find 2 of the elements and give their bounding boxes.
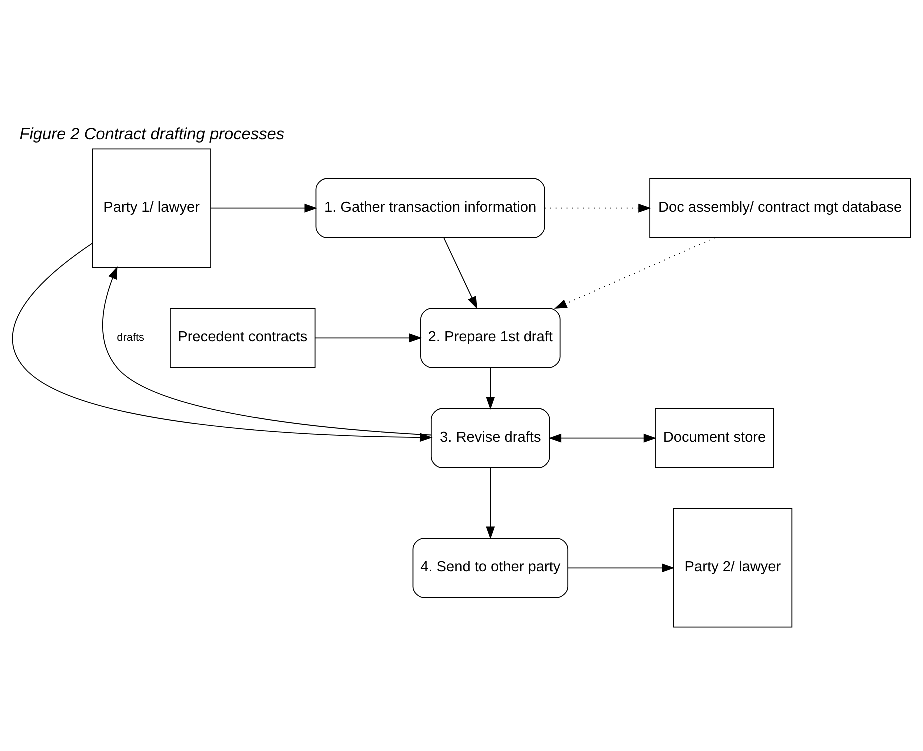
diagram-title: Figure 2 Contract drafting processes (20, 125, 285, 144)
edge-label: drafts (117, 332, 145, 344)
